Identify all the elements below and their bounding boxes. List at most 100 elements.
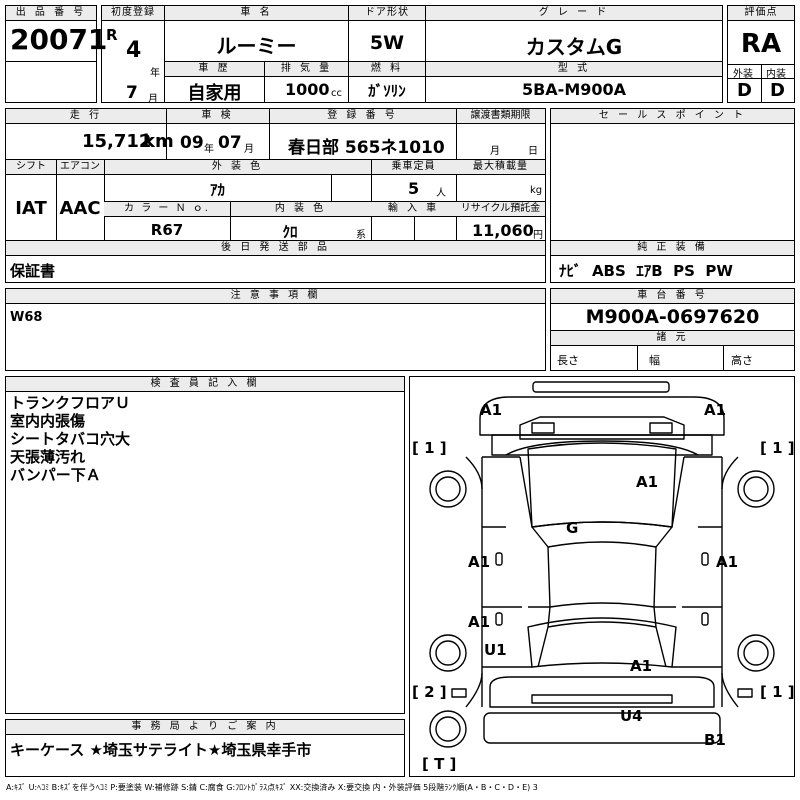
score-box: 評価点 RA 外装 内装 D D bbox=[727, 5, 795, 103]
interior-color-unit: 系 bbox=[356, 230, 366, 241]
equipment-label: 純 正 装 備 bbox=[551, 241, 794, 256]
tire-left-rear: [ 1 ] bbox=[412, 439, 447, 457]
inspection-label: 車 検 bbox=[166, 109, 269, 124]
dims-label: 諸 元 bbox=[551, 331, 794, 346]
width-label: 幅 bbox=[649, 354, 660, 367]
first-registration-box: 初度登録 R 4 年 7 月 bbox=[101, 5, 165, 105]
caution-label: 注 意 事 項 欄 bbox=[6, 289, 545, 304]
grade-label: グ レ ー ド bbox=[426, 6, 722, 21]
recycle-unit: 円 bbox=[533, 230, 543, 241]
inspection-month-unit: 月 bbox=[244, 144, 254, 155]
inspector-notes-list: トランクフロアＵ 室内内張傷 シートタバコ穴大 天張薄汚れ バンパー下Ａ bbox=[10, 394, 130, 484]
displacement-unit: cc bbox=[331, 88, 342, 99]
inspector-note: トランクフロアＵ bbox=[10, 394, 131, 412]
damage-legend: A:ｷｽﾞ U:ﾍｺﾐ B:ｷｽﾞを伴うﾍｺﾐ P:要塗装 W:補修跡 S:錆 … bbox=[6, 783, 538, 792]
mark-hood: A1 bbox=[630, 657, 653, 675]
caution-box: 注 意 事 項 欄 W68 bbox=[5, 288, 546, 371]
lot-number-box: 出 品 番 号 20071 bbox=[5, 5, 107, 62]
fuel-box: 燃 料 ｶﾞｿﾘﾝ bbox=[348, 61, 426, 103]
plate-value: 春日部 565ネ1010 bbox=[288, 138, 445, 158]
exterior-grade-label: 外装 bbox=[733, 69, 753, 80]
interior-color-label: 内 装 色 bbox=[230, 202, 371, 217]
door-box: ドア形状 5W bbox=[348, 5, 426, 62]
inspector-note: シートタバコ穴大 bbox=[10, 430, 131, 448]
office-label: 事 務 局 よ り ご 案 内 bbox=[6, 720, 404, 735]
color-no-value: R67 bbox=[150, 221, 184, 239]
door-value: 5W bbox=[369, 32, 405, 54]
displacement-value: 1000 bbox=[285, 80, 330, 99]
tire-right-front: [ 1 ] bbox=[760, 683, 795, 701]
inspection-year-unit: 年 bbox=[204, 144, 214, 155]
mileage-label: 走 行 bbox=[6, 109, 166, 124]
recycle-label: リサイクル預託金 bbox=[456, 202, 545, 217]
chassis-number: M900A-0697620 bbox=[585, 306, 760, 328]
mark-roof: A1 bbox=[636, 473, 659, 491]
sales-point-label: セ ー ル ス ポ イ ン ト bbox=[551, 109, 794, 124]
year-unit: 年 bbox=[150, 68, 160, 79]
inspector-box: 検 査 員 記 入 欄 トランクフロアＵ 室内内張傷 シートタバコ穴大 天張薄汚… bbox=[5, 376, 405, 714]
first-registration-label: 初度登録 bbox=[102, 6, 164, 21]
tire-spare: [ T ] bbox=[422, 755, 457, 773]
door-label: ドア形状 bbox=[349, 6, 425, 21]
fuel-label: 燃 料 bbox=[349, 62, 425, 77]
plate-label: 登 録 番 号 bbox=[269, 109, 456, 124]
deferred-parts-box: 後 日 発 送 部 品 保証書 bbox=[5, 240, 546, 283]
capacity-unit: 人 bbox=[436, 188, 446, 199]
deferred-parts-value: 保証書 bbox=[10, 262, 56, 280]
chassis-box: 車 台 番 号 M900A-0697620 諸 元 長さ 幅 高さ bbox=[550, 288, 795, 371]
length-label: 長さ bbox=[557, 354, 579, 367]
color-label: 外 装 色 bbox=[104, 160, 371, 175]
mark-left-rear-door: A1 bbox=[468, 553, 491, 571]
mark-front-right: B1 bbox=[704, 731, 726, 749]
office-box: 事 務 局 よ り ご 案 内 キーケース ★埼玉サテライト★埼玉県幸手市 bbox=[5, 719, 405, 777]
grade-value: カスタムG bbox=[525, 35, 623, 59]
mark-right-door: A1 bbox=[716, 553, 739, 571]
inspector-note: 天張薄汚れ bbox=[10, 448, 86, 466]
tire-right-rear: [ 1 ] bbox=[760, 439, 795, 457]
first-registration-year: 4 bbox=[126, 38, 142, 63]
displacement-box: 排 気 量 1000 cc bbox=[264, 61, 349, 103]
interior-grade: D bbox=[770, 80, 785, 101]
model-value: 5BA-M900A bbox=[521, 80, 627, 99]
ac-label: エアコン bbox=[56, 160, 104, 175]
history-label: 車 歴 bbox=[165, 62, 264, 77]
inspector-note: 室内内張傷 bbox=[10, 412, 86, 430]
first-registration-month: 7 bbox=[126, 83, 138, 103]
height-label: 高さ bbox=[731, 354, 753, 367]
recycle-value: 11,060 bbox=[472, 221, 534, 240]
shift-label: シフト bbox=[6, 160, 56, 175]
interior-grade-label: 内装 bbox=[766, 69, 786, 80]
car-name-label: 車 名 bbox=[165, 6, 348, 21]
score-label: 評価点 bbox=[728, 6, 794, 21]
car-outline-diagram bbox=[429, 381, 775, 748]
color-no-label: カ ラ ー Ｎ ｏ. bbox=[104, 202, 230, 217]
mark-windshield: G bbox=[566, 519, 579, 537]
model-label: 型 式 bbox=[426, 62, 722, 77]
car-diagram: A1 A1 A1 G A1 A1 A1 U1 A1 U4 B1 [ 1 ] [ … bbox=[409, 376, 795, 777]
capacity-value: 5 bbox=[408, 179, 420, 198]
max-load-unit: kg bbox=[530, 185, 543, 196]
era: R bbox=[106, 26, 118, 44]
shift-value: IAT bbox=[15, 198, 47, 219]
mark-rear-left: A1 bbox=[480, 401, 503, 419]
mark-left-front-door: A1 bbox=[468, 613, 491, 631]
capacity-label: 乗車定員 bbox=[371, 160, 456, 175]
displacement-label: 排 気 量 bbox=[265, 62, 348, 77]
max-load-label: 最大積載量 bbox=[456, 160, 545, 175]
model-box: 型 式 5BA-M900A bbox=[425, 61, 723, 103]
mark-rear-right: A1 bbox=[704, 401, 727, 419]
mileage-value: 15,712 bbox=[82, 131, 152, 152]
vehicle-detail-block: 走 行 車 検 登 録 番 号 譲渡書類期限 15,712 km 09 年 07… bbox=[5, 108, 546, 241]
equipment-value: ﾅﾋﾞ ABS ｴｱB PS PW bbox=[559, 262, 733, 280]
transfer-day-unit: 日 bbox=[528, 146, 538, 157]
tire-left-front: [ 2 ] bbox=[412, 683, 447, 701]
score-value: RA bbox=[740, 29, 782, 59]
inspector-note: バンパー下Ａ bbox=[10, 466, 101, 484]
lot-number-label: 出 品 番 号 bbox=[6, 6, 96, 21]
office-value: キーケース ★埼玉サテライト★埼玉県幸手市 bbox=[10, 741, 312, 759]
color-value: ｱｶ bbox=[209, 181, 225, 199]
history-box: 車 歴 自家用 bbox=[164, 61, 265, 104]
chassis-label: 車 台 番 号 bbox=[551, 289, 794, 304]
transfer-month-unit: 月 bbox=[490, 146, 500, 157]
mark-left-fender: U1 bbox=[484, 641, 507, 659]
